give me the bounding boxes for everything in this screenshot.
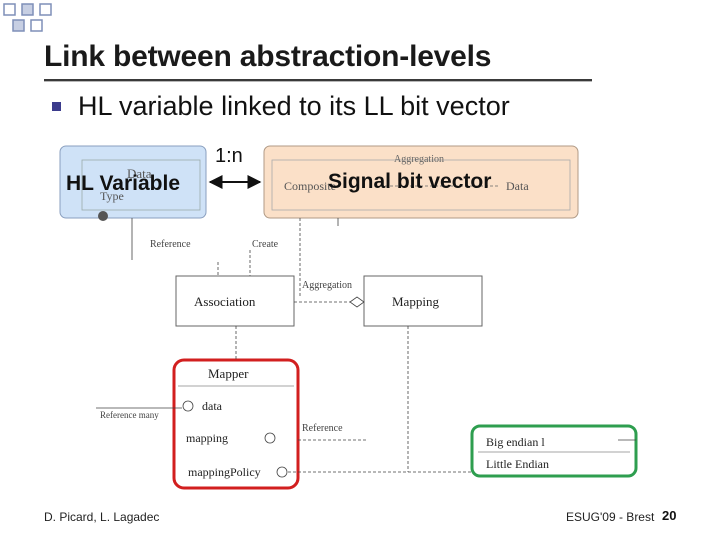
hl-variable-label: HL Variable: [66, 172, 181, 195]
mapping-box: [363, 275, 483, 327]
endian-highlight: [470, 424, 638, 478]
edge-label-reference-top: Reference: [150, 239, 191, 250]
edge-label-reference-right: Reference: [302, 423, 343, 434]
mapper-highlight: [172, 358, 300, 490]
edge-label-reference-many: Reference many: [100, 410, 159, 420]
hl-data-text: Data: [127, 166, 152, 181]
signal-bit-vector-label: Signal bit vector: [328, 170, 492, 193]
bullet-square-icon: [52, 102, 61, 111]
ll-data-text: Data: [506, 179, 529, 193]
edge-label-create: Create: [252, 239, 279, 250]
page-number: 20: [662, 508, 677, 523]
hl-dot-icon: [98, 211, 108, 221]
mapper-field-port-icon: [182, 400, 194, 412]
mapper-field-port-icon: [276, 466, 288, 478]
hl-type-text: Type: [100, 189, 124, 203]
hl-variable-inner-box: [81, 159, 201, 211]
title-underline-shadow: [44, 81, 592, 82]
association-text: Association: [194, 294, 256, 309]
title-underline: [44, 79, 592, 81]
ll-signal-box: [263, 145, 579, 219]
mapper-title: Mapper: [208, 366, 249, 381]
footer-authors: D. Picard, L. Lagadec: [44, 510, 160, 524]
ll-composite-text: Composite: [284, 179, 336, 193]
mapping-text: Mapping: [392, 294, 439, 309]
endian-option: Little Endian: [486, 457, 549, 471]
aggregation-diamond-icon: [349, 296, 365, 308]
footer-event: ESUG'09 - Brest: [566, 510, 655, 524]
mapper-field: mapping: [186, 431, 228, 445]
bullet-text: HL variable linked to its LL bit vector: [78, 91, 510, 121]
ll-signal-inner-box: [271, 159, 571, 211]
edge-label-aggregation: Aggregation: [302, 280, 352, 291]
hl-variable-box: [59, 145, 207, 219]
mapper-field: data: [202, 399, 223, 413]
slide-title: Link between abstraction-levels: [44, 40, 492, 73]
endian-option: Big endian l: [486, 435, 545, 449]
ratio-label: 1:n: [215, 145, 243, 167]
corner-squares-decoration: [3, 3, 52, 32]
ll-aggregation-text: Aggregation: [394, 154, 444, 165]
mapper-field: mappingPolicy: [188, 465, 261, 479]
association-box: [175, 275, 295, 327]
mapper-field-port-icon: [264, 432, 276, 444]
